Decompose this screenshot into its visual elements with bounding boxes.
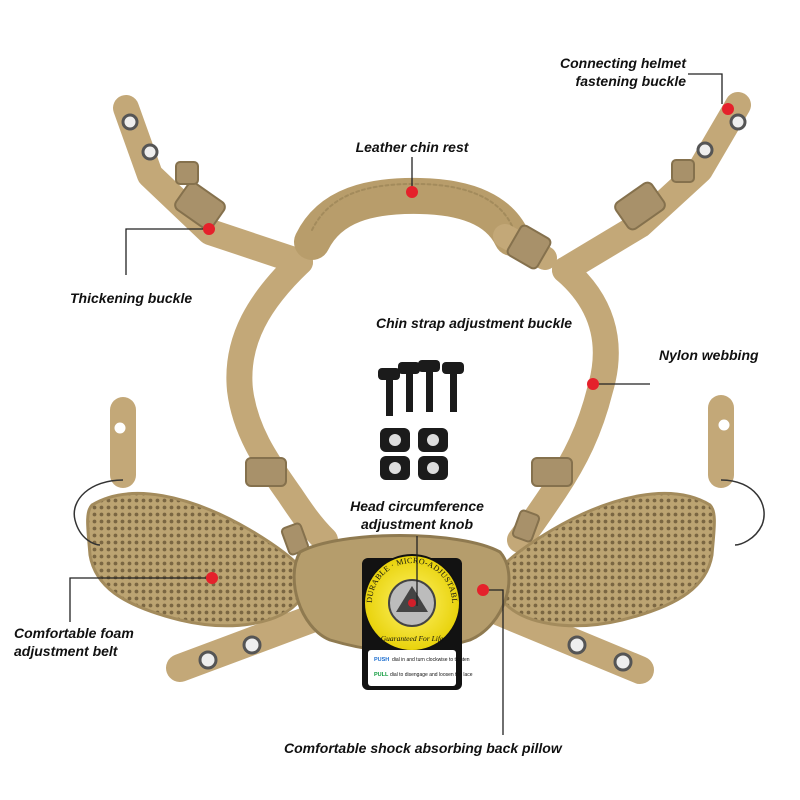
label-foam-belt-line2: adjustment belt (14, 643, 118, 659)
knob-pull-word: PULL (374, 672, 389, 678)
label-foam-belt-line1: Comfortable foam (14, 625, 134, 641)
marker-dots (203, 103, 734, 596)
label-back-pillow: Comfortable shock absorbing back pillow (284, 740, 562, 756)
label-foam-belt: Comfortable foam adjustment belt (14, 624, 134, 660)
label-nylon-webbing: Nylon webbing (659, 347, 759, 363)
label-connecting-buckle: Connecting helmet fastening buckle (548, 54, 686, 90)
label-thickening-buckle: Thickening buckle (70, 290, 193, 306)
adjustment-knob (362, 554, 462, 690)
label-head-knob: Head circumference adjustment knob (342, 497, 492, 533)
knob-push-text: dial in and turn clockwise to tighten (392, 657, 470, 663)
knob-bottom-text: Guaranteed For Life (381, 634, 444, 643)
cord-loops (73, 479, 765, 546)
label-chin-strap-buckle: Chin strap adjustment buckle (376, 315, 573, 331)
label-connecting-buckle-line2: fastening buckle (575, 73, 686, 89)
knob-push-word: PUSH (374, 657, 389, 663)
label-leather-chin-rest: Leather chin rest (355, 139, 469, 155)
screws-and-nuts (378, 360, 464, 480)
strap-eyelets (111, 113, 747, 437)
label-head-knob-line1: Head circumference (350, 498, 484, 514)
lower-eyelets (198, 635, 633, 672)
nylon-webbing (110, 92, 751, 684)
buckles (174, 159, 695, 556)
leader-lines (69, 73, 723, 735)
knob-pull-text: dial to disengage and loosen the lace (390, 672, 473, 678)
label-connecting-buckle-line1: Connecting helmet (559, 55, 686, 71)
label-head-knob-line2: adjustment knob (360, 516, 473, 532)
